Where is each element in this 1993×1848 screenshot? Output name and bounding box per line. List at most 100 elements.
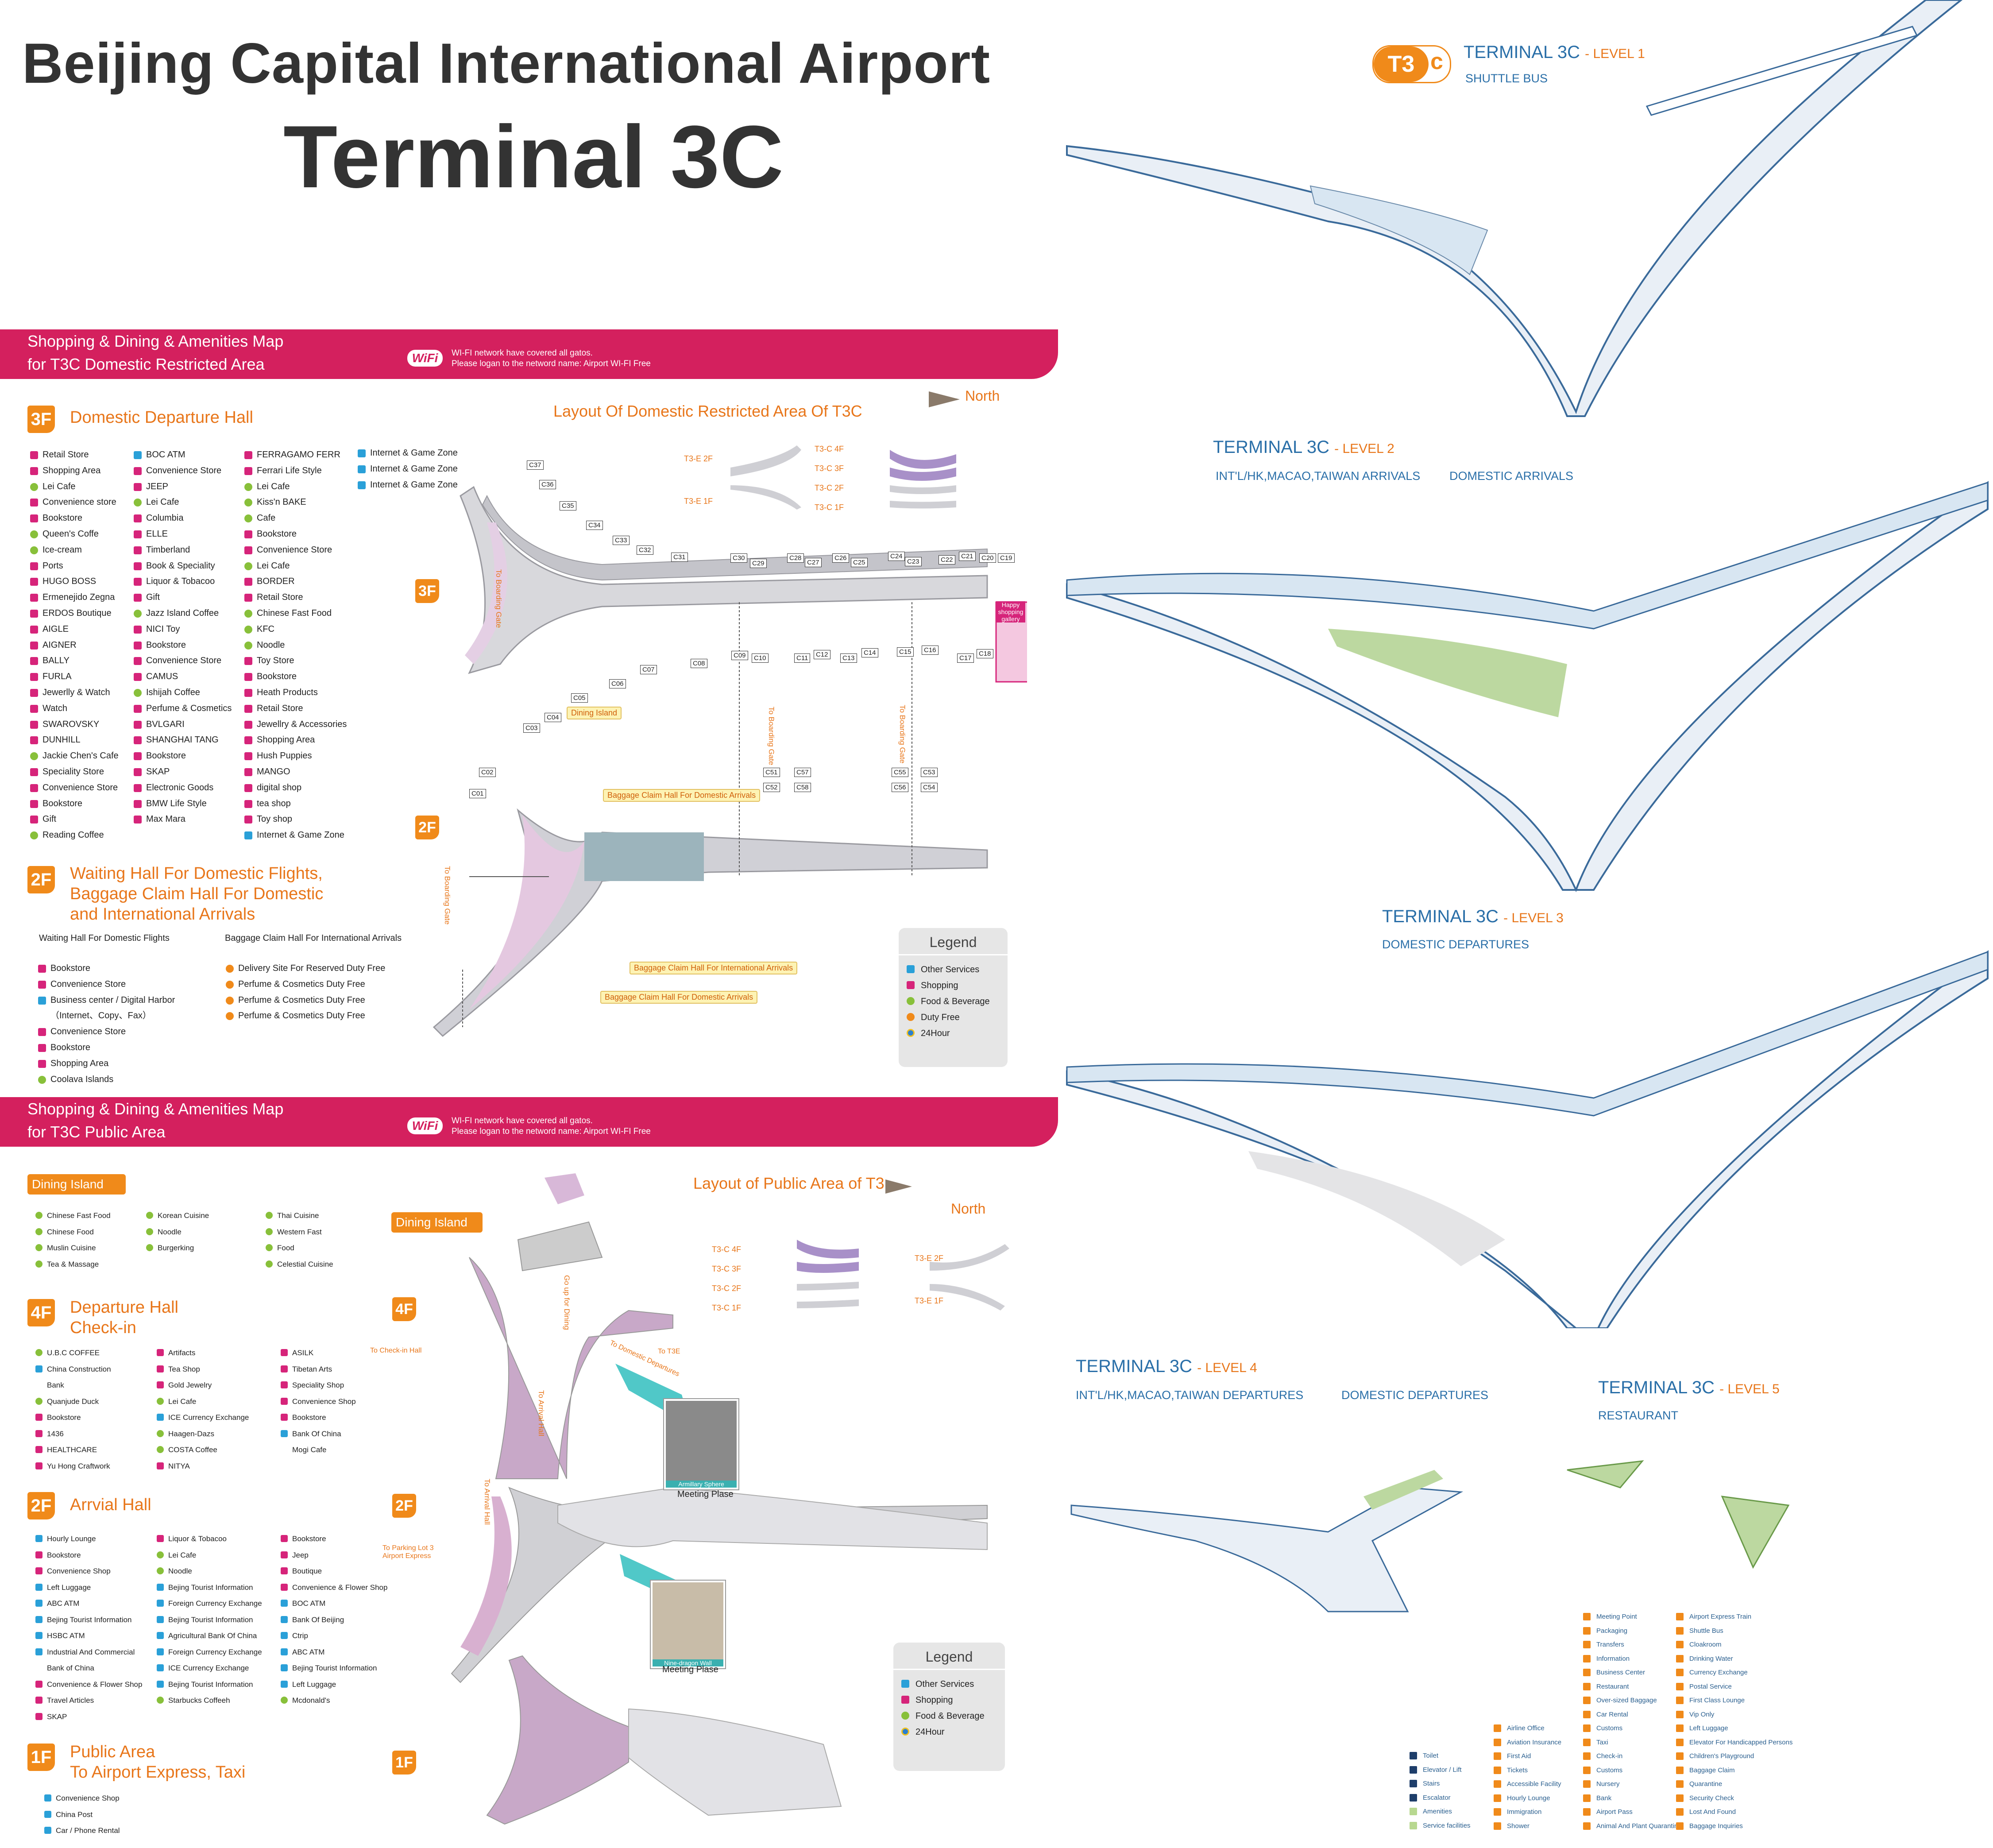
symbol-icon [1676,1669,1684,1676]
svc-icon [35,1600,42,1607]
level4-sub-domestic: DOMESTIC DEPARTURES [1341,1388,1489,1402]
gate-c37: C37 [527,460,544,470]
list-item: Perfume & Cosmetics Duty Free [226,1008,385,1024]
public-area-floor [486,1655,629,1825]
shop-icon [281,1551,288,1558]
list-item: Convenience Store [134,653,232,669]
wifi-icon: WiFi [407,350,443,367]
legend-symbol-item: Children's Playground [1676,1749,1792,1763]
duty-icon [226,996,234,1005]
gate-c01: C01 [469,789,486,798]
public-area-plaza [628,1708,842,1816]
legend-symbol-item: Airport Express Train [1676,1610,1792,1624]
svc-icon [281,1616,288,1623]
symbol-icon [1410,1780,1417,1787]
legend-symbol-item: Customs [1583,1763,1682,1778]
list-item: Bookstore [281,1531,387,1547]
legend-item: 24Hour [893,1724,1005,1740]
legend-symbol-item: Escalator [1410,1791,1471,1805]
list-item: Food [266,1240,333,1256]
departure-title-line1: Departure Hall [70,1298,178,1317]
gate-c52: C52 [763,783,780,792]
shop-icon [244,451,252,459]
list-item: Bookstore [244,526,347,542]
list-item: Convenience Store [134,463,232,479]
shop-icon [30,673,38,681]
list-item: Book & Speciality [134,558,232,574]
symbol-icon [1676,1682,1684,1690]
level1-title: TERMINAL 3C - LEVEL 1 [1464,43,1645,62]
level5-restaurant-b [1721,1496,1790,1569]
svc-icon [157,1632,164,1639]
mini-label-e1f: T3-E 1F [915,1296,944,1305]
list-item: Convenience Shop [281,1394,356,1410]
shop-icon [134,641,142,650]
list-item: BOC ATM [134,447,232,463]
food-icon [35,1228,42,1235]
north-arrow-icon [929,391,991,407]
shop-icon [35,1414,42,1421]
shop-icon [134,720,142,729]
symbol-icon [1583,1780,1591,1788]
svc-icon [281,1632,288,1639]
list-item: Convenience & Flower Shop [281,1580,387,1596]
level4-number: - LEVEL 4 [1197,1361,1257,1375]
shop-icon [134,704,142,713]
list-item: Korean Cuisine [146,1208,209,1224]
svc-icon [157,1680,164,1688]
gate-c25: C25 [851,558,868,567]
list-item: AIGLE [30,622,119,638]
symbol-icon [1583,1627,1591,1635]
mini-level-diagram [730,445,956,510]
list-item: Perfume & Cosmetics Duty Free [226,977,385,993]
legend-symbol-item: Baggage Claim [1676,1763,1792,1778]
list-item: tea shop [244,796,347,812]
mini-shape [930,1284,1005,1311]
list-item: Convenience Shop [35,1563,142,1580]
symbol-icon [1583,1794,1591,1802]
svc-icon [44,1794,51,1802]
list-item: Left Luggage [281,1677,387,1693]
gate-c03: C03 [523,723,540,733]
arrival-ramp [460,1496,512,1656]
meeting-place-label: Meeting Plase [677,1489,734,1499]
gate-c55: C55 [892,768,908,777]
list-item: Chinese Fast Food [35,1208,111,1224]
list-item: Convenience Store [38,1024,175,1040]
list-item: ASILK [281,1345,356,1361]
legend-symbol-item: Transfers [1583,1638,1682,1652]
legend-symbol-item: Service facilities [1410,1819,1471,1833]
symbol-icon [1494,1738,1501,1746]
lower-boarding-ramp [469,815,584,1009]
mini-shape [730,445,801,476]
mini-shape [730,485,801,510]
to-parking-line2: Airport Express [382,1552,431,1560]
shop-icon [30,720,38,729]
section-title-departure-hall: Departure Hall Check-in [70,1297,178,1338]
legend-symbol-item: First Aid [1494,1749,1561,1763]
list-item: Left Luggage [35,1580,142,1596]
waiting-title-line2: Baggage Claim Hall For Domestic [70,885,324,903]
shop-icon [134,546,142,554]
symbol-icon [1410,1808,1417,1815]
gate-c15: C15 [897,647,914,657]
list-item: ABC ATM [281,1644,387,1661]
gate-c34: C34 [586,521,603,530]
list-item: Foreign Currency Exchange [157,1596,262,1612]
legend-symbol-item: Nursery [1583,1777,1682,1791]
list-item: Kiss'n BAKE [244,495,347,510]
list-item: FURLA [30,669,119,685]
legend-symbol-item: Drinking Water [1676,1652,1792,1666]
food-icon [157,1697,164,1704]
dining-island-top [545,1173,584,1204]
list-item: Chinese Fast Food [244,606,347,622]
list-item: Noodle [146,1224,209,1241]
level3-name: TERMINAL 3C [1382,907,1499,926]
shop-icon [35,1680,42,1688]
symbol-icon [1494,1808,1501,1816]
legend-symbol-item: Quarantine [1676,1777,1792,1791]
north-label: North [951,1201,986,1217]
map-floor-2f: 2F [392,1494,416,1518]
